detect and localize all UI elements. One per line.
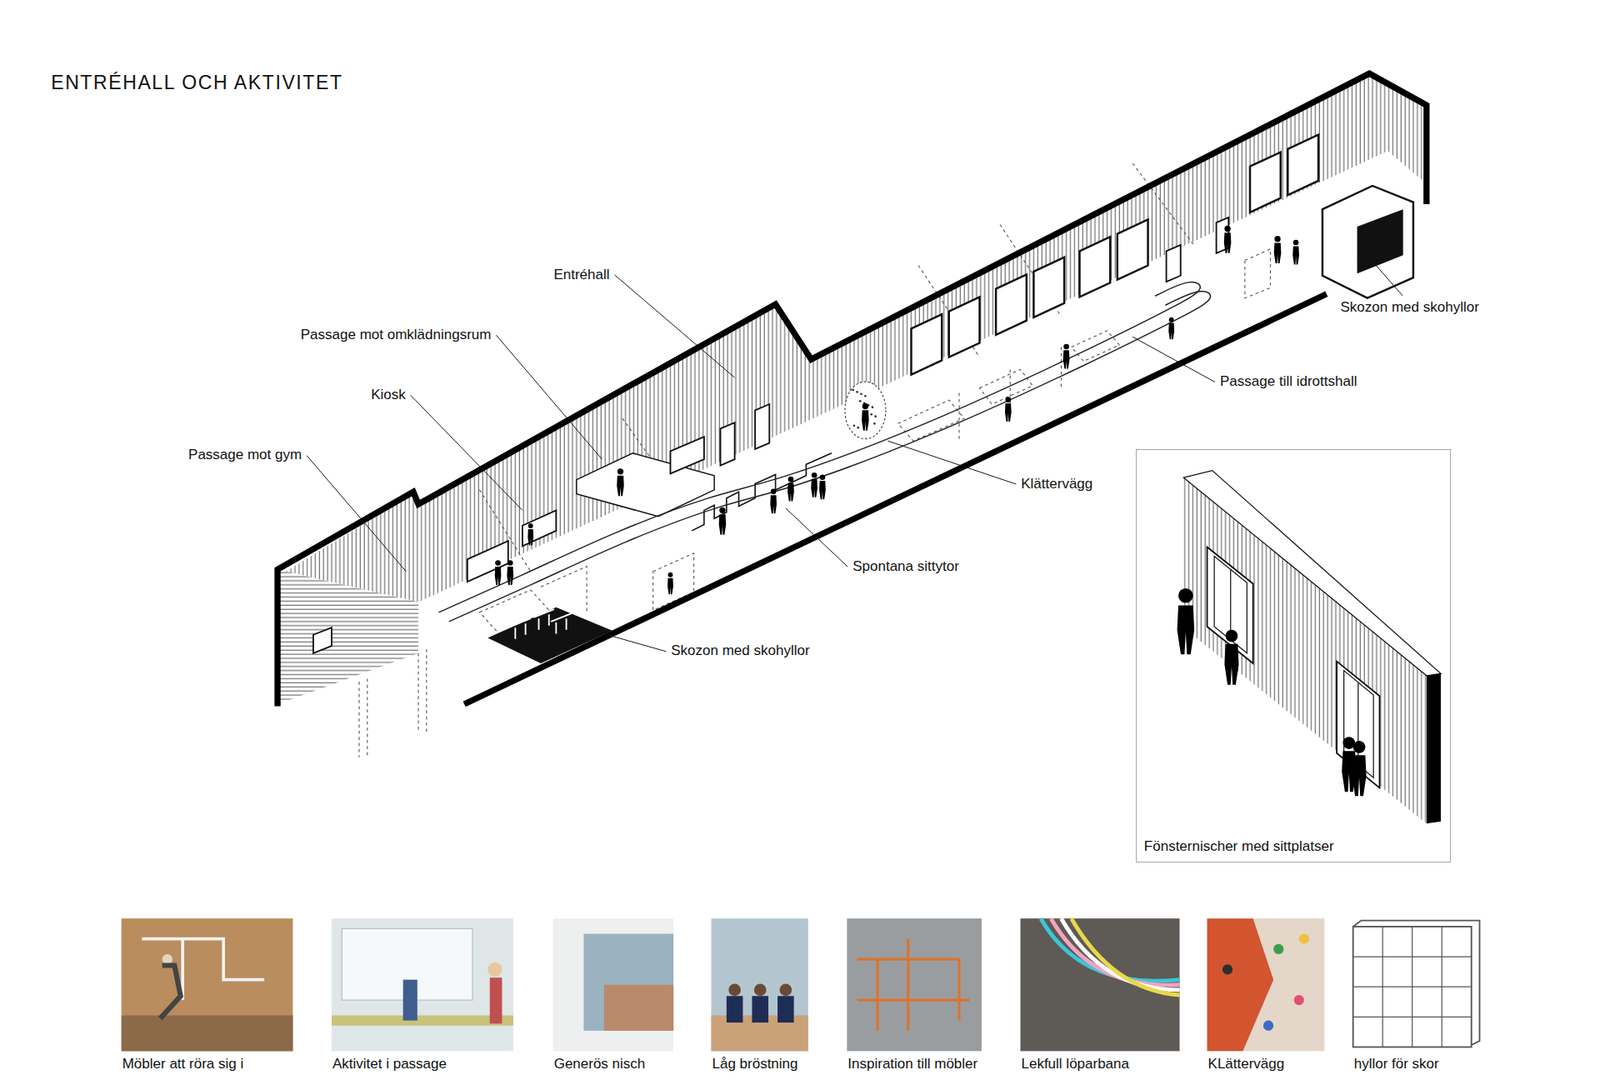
photo-thumbnail: Möbler att röra sig i bbox=[121, 918, 294, 1080]
photo-caption: Lekfull löparbana bbox=[1020, 1055, 1130, 1073]
photo-thumbnail: Lekfull löparbana bbox=[1020, 918, 1180, 1080]
callout-label: Klättervägg bbox=[1019, 475, 1095, 493]
person-silhouette bbox=[1274, 235, 1282, 264]
end-wall bbox=[277, 569, 419, 705]
window bbox=[995, 275, 1027, 335]
person-silhouette bbox=[1224, 225, 1232, 254]
leader-line bbox=[887, 440, 1016, 485]
windows bbox=[910, 135, 1319, 375]
inset-wall bbox=[1183, 477, 1426, 824]
window bbox=[1033, 257, 1065, 318]
window bbox=[1250, 152, 1281, 213]
diagram-title: ENTRÉHALL OCH AKTIVITET bbox=[50, 71, 343, 95]
person-silhouette bbox=[787, 476, 795, 502]
photo-thumbnail: hyllor för skor bbox=[1353, 918, 1480, 1080]
leader-line bbox=[495, 335, 602, 460]
openings bbox=[313, 217, 1229, 654]
photo-thumbnail: Generös nisch bbox=[553, 918, 674, 1080]
photo-caption: Generös nisch bbox=[553, 1055, 647, 1073]
photo-caption: Låg bröstning bbox=[710, 1055, 799, 1073]
person-silhouette bbox=[1224, 630, 1239, 685]
shoe-box-opening bbox=[1357, 209, 1404, 274]
person-silhouette bbox=[667, 572, 674, 595]
callout-label: Kiosk bbox=[369, 386, 408, 404]
person-silhouette bbox=[1063, 344, 1070, 370]
person-silhouette bbox=[1351, 740, 1366, 796]
photo-caption: hyllor för skor bbox=[1353, 1055, 1440, 1073]
seating-steps bbox=[691, 453, 832, 531]
callout-label: Passage mot omklädningsrum bbox=[299, 326, 494, 344]
photo-caption: KLättervägg bbox=[1207, 1055, 1286, 1073]
photo-thumbnail: KLättervägg bbox=[1207, 918, 1325, 1080]
people bbox=[495, 225, 1367, 796]
photo bbox=[1353, 918, 1480, 1051]
window bbox=[910, 314, 942, 375]
person-silhouette bbox=[527, 523, 534, 545]
photo bbox=[846, 918, 982, 1051]
callout-label: Passage mot gym bbox=[186, 446, 304, 464]
photo-caption: Inspiration till möbler bbox=[846, 1055, 979, 1073]
callout-label: Entréhall bbox=[551, 266, 611, 284]
photo-thumbnail: Inspiration till möbler bbox=[846, 918, 984, 1080]
window bbox=[1287, 135, 1319, 195]
callout-label: Skozon med skohyllor bbox=[669, 642, 811, 660]
person-silhouette bbox=[819, 474, 826, 500]
floor bbox=[418, 150, 1388, 705]
shoe-box bbox=[1322, 185, 1414, 299]
photo bbox=[710, 918, 808, 1051]
inset-wall-side bbox=[1426, 673, 1441, 824]
window bbox=[949, 296, 980, 357]
photo-thumbnail: Aktivitet i passage bbox=[331, 918, 514, 1080]
track-line bbox=[439, 282, 1201, 613]
leader-line bbox=[1132, 336, 1215, 382]
photo bbox=[1207, 918, 1325, 1051]
person-silhouette bbox=[1292, 240, 1300, 265]
running-track bbox=[439, 282, 1211, 622]
leader-line bbox=[1365, 253, 1403, 296]
inset-window-frame bbox=[1214, 555, 1247, 653]
callout-label: Passage till idrottshall bbox=[1218, 373, 1359, 390]
person-silhouette bbox=[1005, 396, 1012, 422]
leader-line bbox=[615, 275, 735, 378]
photo-thumbnail: Låg bröstning bbox=[710, 918, 808, 1080]
leader-line bbox=[410, 395, 523, 510]
track-line bbox=[449, 291, 1211, 622]
person-silhouette bbox=[719, 507, 727, 535]
person-silhouette bbox=[861, 403, 870, 431]
person-silhouette bbox=[810, 472, 818, 498]
leader-lines bbox=[306, 253, 1403, 652]
shoe-zone bbox=[487, 607, 612, 664]
climbing-wall bbox=[845, 381, 886, 440]
inset-illustration bbox=[1183, 470, 1441, 825]
person-silhouette bbox=[616, 468, 625, 496]
person-silhouette bbox=[1177, 588, 1195, 655]
leader-line bbox=[306, 455, 406, 572]
photo-caption: Aktivitet i passage bbox=[331, 1055, 448, 1073]
window bbox=[1117, 219, 1149, 280]
photo bbox=[1020, 918, 1180, 1051]
photo-caption: Möbler att röra sig i bbox=[121, 1055, 245, 1073]
callout-label: Skozon med skohyllor bbox=[1339, 299, 1481, 316]
photo bbox=[553, 918, 674, 1051]
inset-wall-top bbox=[1183, 470, 1441, 676]
photo bbox=[331, 918, 514, 1051]
inset-panel: Fönsternischer med sittplatser bbox=[1135, 449, 1451, 863]
person-silhouette bbox=[770, 489, 777, 515]
person-silhouette bbox=[1168, 317, 1175, 340]
leader-line bbox=[571, 625, 667, 652]
leader-line bbox=[785, 508, 848, 567]
person-silhouette bbox=[495, 560, 502, 585]
inset-caption: Fönsternischer med sittplatser bbox=[1143, 838, 1335, 855]
thumbnails bbox=[121, 918, 1480, 1051]
window bbox=[1080, 236, 1111, 297]
person-silhouette bbox=[506, 560, 514, 585]
photo bbox=[121, 918, 294, 1051]
shoe-stools bbox=[510, 609, 571, 640]
callout-label: Spontana sittytor bbox=[850, 558, 961, 575]
